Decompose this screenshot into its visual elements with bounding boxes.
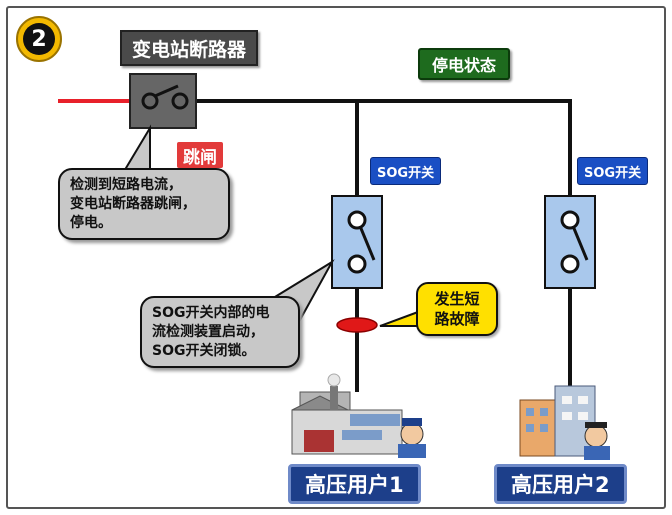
- fault-marker: [336, 317, 378, 333]
- step-number: 2: [23, 23, 55, 55]
- fault-bubble-tail: [379, 310, 419, 327]
- sog-label-2: SOG开关: [577, 157, 649, 185]
- substation-breaker: [129, 73, 197, 129]
- step-badge: 2: [16, 16, 62, 62]
- sog-switch-2: [544, 195, 596, 289]
- breaker-note-bubble: 检测到短路电流， 变电站断路器跳闸， 停电。: [58, 168, 230, 240]
- user-label-1: 高压用户1: [288, 464, 421, 504]
- fault-bubble: 发生短 路故障: [416, 282, 498, 336]
- sog-label-1: SOG开关: [370, 157, 442, 185]
- status-label: 停电状态: [418, 48, 511, 80]
- substation-breaker-title: 变电站断路器: [120, 30, 259, 66]
- fault-label: 发生短 路故障: [434, 290, 480, 328]
- trip-label: 跳闸: [177, 142, 223, 168]
- factory-icon: [291, 373, 426, 458]
- sog-note-text: SOG开关内部的电 流检测装置启动， SOG开关闭锁。: [152, 304, 270, 359]
- sog-switch-1: [331, 195, 383, 289]
- office-building-icon: [519, 385, 610, 460]
- breaker-note-text: 检测到短路电流， 变电站断路器跳闸， 停电。: [70, 176, 196, 231]
- user-label-2: 高压用户2: [494, 464, 627, 504]
- sog-note-bubble: SOG开关内部的电 流检测装置启动， SOG开关闭锁。: [140, 296, 300, 368]
